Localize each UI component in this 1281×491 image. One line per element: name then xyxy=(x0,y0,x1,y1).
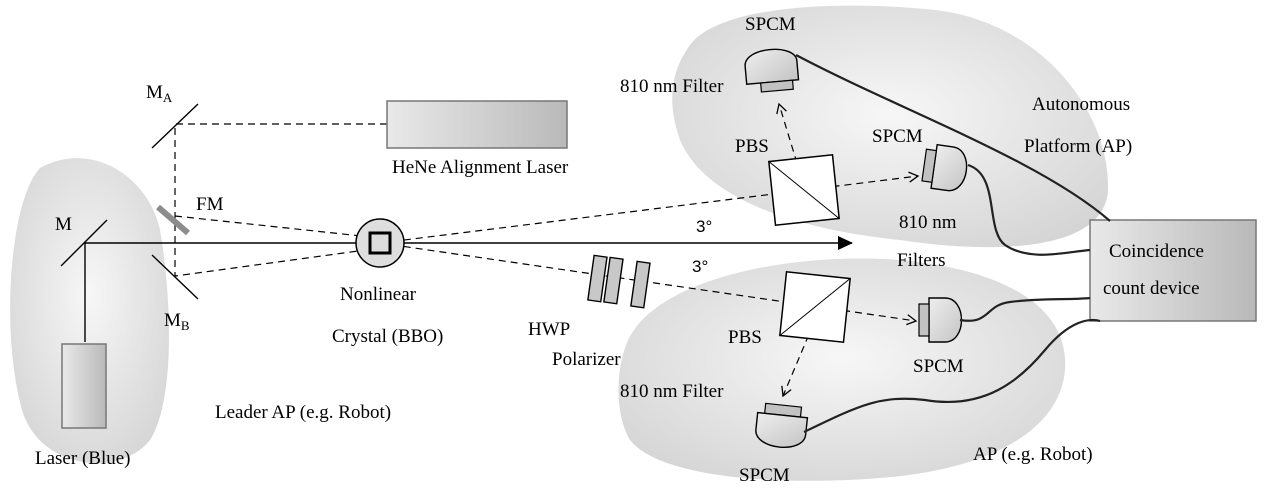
flip-mirror xyxy=(156,204,190,236)
mirror-b xyxy=(151,254,199,300)
spcm-right-bottom-label: SPCM xyxy=(913,356,964,377)
coincidence-count-device xyxy=(1089,219,1257,322)
flip-mirror-label: FM xyxy=(196,194,224,215)
bbo-crystal xyxy=(368,231,392,255)
spcm-top-label: SPCM xyxy=(745,14,796,35)
hene-beam-path xyxy=(174,123,387,277)
nonlinear-crystal-holder xyxy=(355,218,405,268)
mirror-m-label: M xyxy=(55,214,72,235)
angle-bottom-label: 3° xyxy=(692,257,708,276)
polarizer-plate xyxy=(630,260,651,309)
cable-spcm-right-bottom xyxy=(959,296,1091,322)
mirror-a-label: MA xyxy=(146,82,173,105)
mirror-a xyxy=(151,103,199,149)
autonomous-platform-label-1: Autonomous xyxy=(1032,94,1130,115)
pbs-top-label: PBS xyxy=(735,136,769,157)
cable-spcm-right-top xyxy=(967,163,1091,256)
filter-top-label: 810 nm Filter xyxy=(620,76,724,97)
pbs-top xyxy=(768,154,840,226)
pbs-bottom xyxy=(779,271,851,343)
angle-top-label: 3° xyxy=(696,217,712,236)
hwp-plates xyxy=(587,254,624,305)
cable-spcm-top xyxy=(795,54,1111,222)
spcm-right-top-label: SPCM xyxy=(872,126,923,147)
cable-spcm-bottom xyxy=(803,318,1101,433)
spcm-right-top-detector xyxy=(921,143,968,192)
blue-laser xyxy=(61,343,107,429)
mirror-b-label: MB xyxy=(164,310,190,333)
filter-bottom-label: 810 nm Filter xyxy=(620,381,724,402)
spcm-bottom-detector xyxy=(755,402,809,448)
crystal-label-2: Crystal (BBO) xyxy=(332,326,443,347)
pbs-bottom-label: PBS xyxy=(728,327,762,348)
filters-label-1: 810 nm xyxy=(899,212,957,233)
polarizer-label: Polarizer xyxy=(552,349,621,370)
hwp-label: HWP xyxy=(528,319,570,340)
coincidence-label-1: Coincidence xyxy=(1109,241,1204,262)
spcm-right-bottom-detector xyxy=(918,297,963,343)
hene-laser-label: HeNe Alignment Laser xyxy=(392,157,569,178)
mirror-m xyxy=(60,219,108,267)
ap-robot-label: AP (e.g. Robot) xyxy=(973,444,1093,465)
hene-alignment-laser xyxy=(386,100,568,149)
leader-ap-region xyxy=(10,158,170,464)
coincidence-label-2: count device xyxy=(1103,278,1200,299)
spcm-bottom-label: SPCM xyxy=(739,465,790,486)
laser-blue-label: Laser (Blue) xyxy=(35,448,130,469)
crystal-label-1: Nonlinear xyxy=(340,284,417,305)
leader-ap-label: Leader AP (e.g. Robot) xyxy=(215,402,391,423)
filters-label-2: Filters xyxy=(897,250,946,271)
autonomous-platform-label-2: Platform (AP) xyxy=(1024,136,1132,157)
signal-beam-upper xyxy=(379,171,920,244)
fm-to-crystal-beam xyxy=(174,215,381,239)
spcm-top-detector xyxy=(744,48,800,93)
